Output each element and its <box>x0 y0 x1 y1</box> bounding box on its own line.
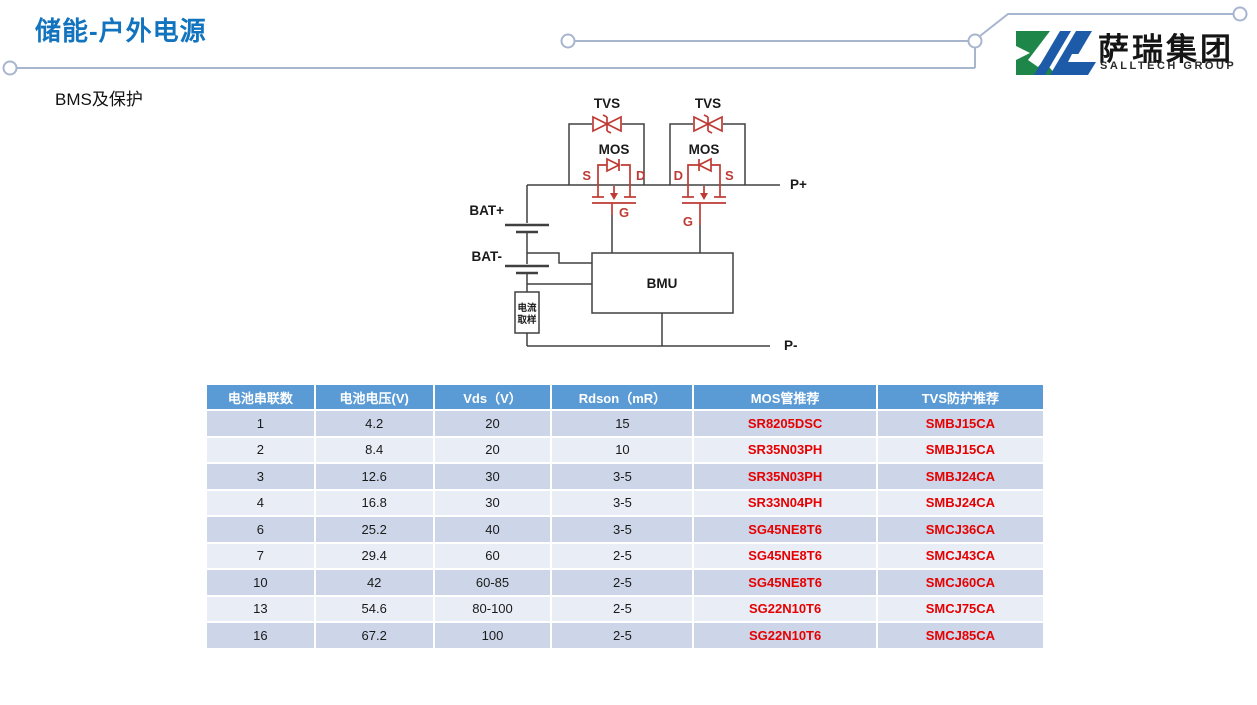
table-cell: SG22N10T6 <box>694 596 876 621</box>
table-cell: 3-5 <box>552 490 693 515</box>
table-cell: 25.2 <box>315 517 433 542</box>
p-minus-label: P- <box>784 338 798 353</box>
logo-mark-icon <box>1016 31 1096 75</box>
table-cell: 2-5 <box>552 543 693 568</box>
current-sample-label-1: 电流 <box>517 302 537 314</box>
table-cell: SR35N03PH <box>694 437 876 462</box>
table-cell: 1 <box>207 411 314 436</box>
table-cell: 3 <box>207 464 314 489</box>
table-cell: SMCJ36CA <box>877 517 1043 542</box>
table-cell: 60-85 <box>434 570 551 595</box>
table-cell: SMCJ43CA <box>877 543 1043 568</box>
decorative-connector <box>2 6 1248 76</box>
table-cell: 80-100 <box>434 596 551 621</box>
mos-label-left: MOS <box>599 142 630 157</box>
bat-plus-label: BAT+ <box>469 203 504 218</box>
table-cell: 30 <box>434 464 551 489</box>
mos2-d-label: D <box>674 168 683 183</box>
table-cell: SG45NE8T6 <box>694 570 876 595</box>
mos2-s-label: S <box>725 168 734 183</box>
mos1-d-label: D <box>636 168 645 183</box>
table-cell: 67.2 <box>315 623 433 648</box>
bmu-label: BMU <box>647 276 678 291</box>
table-header-cell: 电池串联数 <box>207 385 314 409</box>
table-cell: SR8205DSC <box>694 411 876 436</box>
table-cell: 7 <box>207 543 314 568</box>
table-header-cell: 电池电压(V) <box>315 385 433 409</box>
table-header-cell: TVS防护推荐 <box>877 385 1043 409</box>
table-cell: 10 <box>207 570 314 595</box>
table-cell: 12.6 <box>315 464 433 489</box>
table-cell: 2-5 <box>552 570 693 595</box>
table-cell: 2-5 <box>552 623 693 648</box>
table-cell: 6 <box>207 517 314 542</box>
table-cell: SG45NE8T6 <box>694 517 876 542</box>
p-plus-label: P+ <box>790 177 807 192</box>
table-header-cell: MOS管推荐 <box>694 385 876 409</box>
section-subtitle: BMS及保护 <box>55 90 143 109</box>
table-cell: SR35N03PH <box>694 464 876 489</box>
table-cell: SMCJ60CA <box>877 570 1043 595</box>
mos-label-right: MOS <box>689 142 720 157</box>
table-cell: SMCJ85CA <box>877 623 1043 648</box>
table-cell: SR33N04PH <box>694 490 876 515</box>
table-cell: 54.6 <box>315 596 433 621</box>
table-cell: 2 <box>207 437 314 462</box>
table-cell: 30 <box>434 490 551 515</box>
table-cell: SG22N10T6 <box>694 623 876 648</box>
mos1-s-label: S <box>582 168 591 183</box>
table-cell: 15 <box>552 411 693 436</box>
table-cell: 3-5 <box>552 464 693 489</box>
table-cell: 60 <box>434 543 551 568</box>
table-header-cell: Rdson（mR） <box>552 385 693 409</box>
table-cell: 16 <box>207 623 314 648</box>
mos2-g-label: G <box>683 214 693 229</box>
bat-minus-label: BAT- <box>472 249 503 264</box>
table-cell: 2-5 <box>552 596 693 621</box>
page-title: 储能-户外电源 <box>35 16 207 46</box>
table-cell: 42 <box>315 570 433 595</box>
table-cell: SMBJ15CA <box>877 411 1043 436</box>
table-cell: 4 <box>207 490 314 515</box>
table-cell: 10 <box>552 437 693 462</box>
table-cell: 4.2 <box>315 411 433 436</box>
table-cell: 100 <box>434 623 551 648</box>
table-cell: 29.4 <box>315 543 433 568</box>
table-cell: 40 <box>434 517 551 542</box>
table-cell: 13 <box>207 596 314 621</box>
company-logo: 萨瑞集团 SALLTECH GROUP <box>1010 18 1255 80</box>
table-cell: 16.8 <box>315 490 433 515</box>
table-cell: 20 <box>434 411 551 436</box>
table-cell: 3-5 <box>552 517 693 542</box>
table-cell: SMBJ24CA <box>877 490 1043 515</box>
table-cell: SMBJ24CA <box>877 464 1043 489</box>
table-header-cell: Vds（V） <box>434 385 551 409</box>
table-cell: 8.4 <box>315 437 433 462</box>
table-cell: SG45NE8T6 <box>694 543 876 568</box>
mos1-g-label: G <box>619 205 629 220</box>
table-cell: SMCJ75CA <box>877 596 1043 621</box>
current-sample-label-2: 取样 <box>517 314 537 326</box>
tvs-label-right: TVS <box>695 96 721 111</box>
bms-circuit-diagram: TVS TVS MOS MOS BMU BAT+ BAT- P+ P- 电流 取… <box>469 96 807 353</box>
tvs-label-left: TVS <box>594 96 620 111</box>
logo-name-en: SALLTECH GROUP <box>1100 60 1237 72</box>
table-cell: SMBJ15CA <box>877 437 1043 462</box>
logo-name-cn: 萨瑞集团 <box>1098 32 1234 67</box>
table-cell: 20 <box>434 437 551 462</box>
